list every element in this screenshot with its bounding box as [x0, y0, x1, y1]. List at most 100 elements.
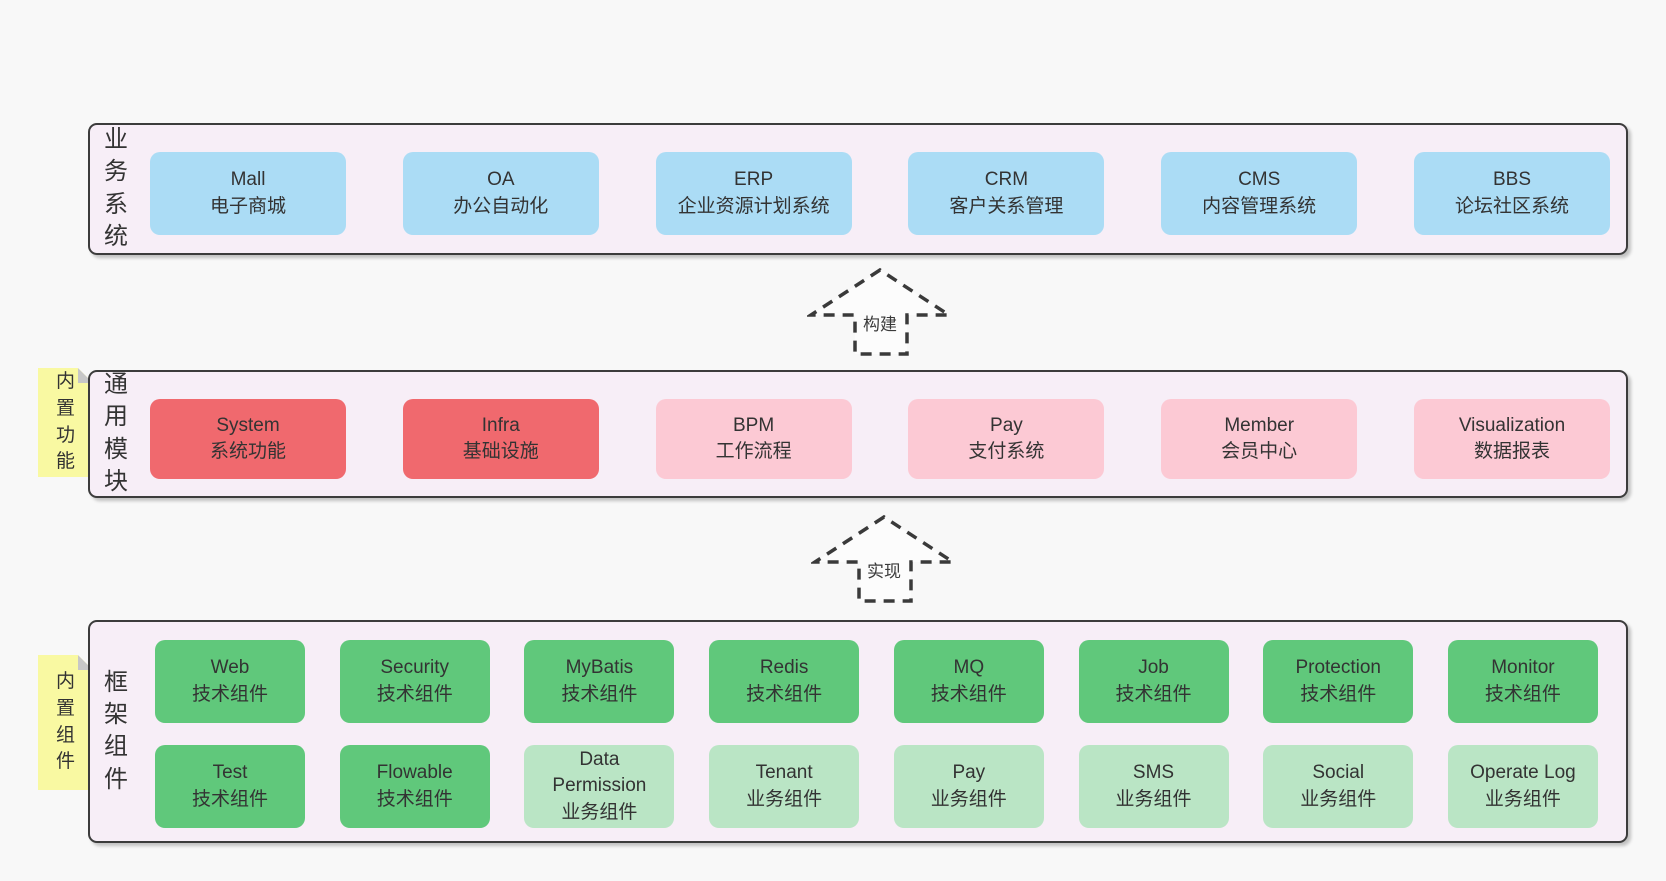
box-title: Visualization — [1458, 414, 1566, 436]
box-title: OA — [487, 169, 515, 191]
box-cms: CMS 内容管理系统 — [1161, 152, 1358, 235]
box-title: Test — [212, 762, 248, 784]
box-title: Pay — [952, 762, 986, 784]
box-erp: ERP 企业资源计划系统 — [655, 152, 852, 235]
common-modules-row: System 系统功能 Infra 基础设施 BPM 工作流程 Pay 支付系统… — [150, 399, 1610, 479]
box-pay-module: Pay 支付系统 — [908, 399, 1105, 479]
box-title: CMS — [1238, 169, 1281, 191]
framework-components-grid: Web 技术组件 Security 技术组件 MyBatis 技术组件 Redi… — [155, 640, 1598, 828]
box-subtitle: 业务组件 — [561, 801, 638, 823]
box-subtitle: 技术组件 — [376, 788, 453, 810]
box-title: Security — [380, 657, 450, 679]
box-title: Infra — [481, 414, 520, 436]
box-title: Monitor — [1491, 657, 1555, 679]
box-tenant: Tenant 业务组件 — [709, 745, 860, 828]
box-security: Security 技术组件 — [339, 640, 490, 723]
arrow-build: 构建 — [807, 266, 953, 358]
box-crm: CRM 客户关系管理 — [908, 152, 1105, 235]
box-title: System — [216, 414, 280, 436]
box-title: ERP — [734, 169, 774, 191]
box-sms: SMS 业务组件 — [1078, 745, 1229, 828]
box-subtitle: 会员中心 — [1221, 441, 1298, 462]
box-redis: Redis 技术组件 — [709, 640, 860, 723]
box-subtitle: 业务组件 — [1115, 788, 1192, 810]
box-subtitle: 技术组件 — [746, 683, 823, 705]
box-title: MQ — [953, 657, 985, 679]
box-title: Mall — [230, 169, 266, 191]
box-title: Flowable — [376, 762, 453, 784]
box-title: Social — [1312, 762, 1365, 784]
box-title: Data Permission — [552, 749, 647, 797]
box-subtitle: 办公自动化 — [453, 195, 549, 217]
box-title: Pay — [990, 414, 1023, 436]
box-mybatis: MyBatis 技术组件 — [524, 640, 675, 723]
box-social: Social 业务组件 — [1263, 745, 1414, 828]
box-subtitle: 数据报表 — [1473, 441, 1550, 462]
arrow-build-label: 构建 — [860, 310, 900, 335]
box-subtitle: 技术组件 — [191, 683, 268, 705]
box-title: Member — [1224, 414, 1295, 436]
box-bpm: BPM 工作流程 — [655, 399, 852, 479]
box-title: Job — [1138, 657, 1169, 679]
box-protection: Protection 技术组件 — [1263, 640, 1414, 723]
box-title: BPM — [733, 414, 775, 436]
box-member: Member 会员中心 — [1161, 399, 1358, 479]
sticky-note-label: 内置功能 — [55, 371, 75, 473]
box-subtitle: 电子商城 — [209, 195, 286, 217]
band-label-framework-components: 框架组件 — [104, 668, 128, 793]
box-subtitle: 技术组件 — [930, 683, 1007, 705]
box-visualization: Visualization 数据报表 — [1413, 399, 1610, 479]
box-web: Web 技术组件 — [155, 640, 305, 723]
box-title: MyBatis — [565, 657, 634, 679]
box-subtitle: 技术组件 — [376, 683, 453, 705]
box-title: SMS — [1132, 762, 1175, 784]
box-subtitle: 系统功能 — [209, 441, 286, 462]
box-subtitle: 论坛社区系统 — [1454, 195, 1569, 217]
band-common-modules: 通用模块 System 系统功能 Infra 基础设施 BPM 工作流程 Pay… — [88, 370, 1628, 498]
box-pay-component: Pay 业务组件 — [893, 745, 1044, 828]
box-subtitle: 工作流程 — [715, 441, 792, 462]
box-subtitle: 企业资源计划系统 — [677, 195, 830, 217]
box-title: Tenant — [755, 762, 813, 784]
sticky-note-built-in-components: 内置组件 — [38, 655, 93, 790]
box-mall: Mall 电子商城 — [150, 152, 346, 235]
arrow-implement: 实现 — [811, 513, 957, 605]
band-label-business-systems: 业务系统 — [104, 126, 128, 251]
box-subtitle: 技术组件 — [1300, 683, 1377, 705]
band-business-systems: 业务系统 Mall 电子商城 OA 办公自动化 ERP 企业资源计划系统 CRM… — [88, 123, 1628, 255]
business-systems-row: Mall 电子商城 OA 办公自动化 ERP 企业资源计划系统 CRM 客户关系… — [150, 152, 1610, 235]
box-operate-log: Operate Log 业务组件 — [1447, 745, 1598, 828]
box-title: Protection — [1295, 657, 1381, 679]
box-title: BBS — [1492, 169, 1531, 191]
box-data-permission: Data Permission 业务组件 — [524, 745, 675, 828]
box-subtitle: 业务组件 — [930, 788, 1007, 810]
box-bbs: BBS 论坛社区系统 — [1413, 152, 1610, 235]
box-mq: MQ 技术组件 — [893, 640, 1044, 723]
box-subtitle: 支付系统 — [968, 441, 1045, 462]
arrow-implement-label: 实现 — [864, 557, 904, 582]
sticky-note-built-in-features: 内置功能 — [38, 368, 93, 477]
box-monitor: Monitor 技术组件 — [1447, 640, 1598, 723]
box-subtitle: 客户关系管理 — [949, 195, 1064, 217]
box-system: System 系统功能 — [150, 399, 346, 479]
box-subtitle: 技术组件 — [1115, 683, 1192, 705]
box-subtitle: 技术组件 — [1484, 683, 1561, 705]
box-title: CRM — [984, 169, 1029, 191]
box-title: Redis — [759, 657, 809, 679]
band-label-common-modules: 通用模块 — [104, 371, 128, 496]
box-title: Web — [210, 657, 250, 679]
box-subtitle: 技术组件 — [561, 683, 638, 705]
box-test: Test 技术组件 — [155, 745, 305, 828]
box-oa: OA 办公自动化 — [402, 152, 599, 235]
box-subtitle: 业务组件 — [746, 788, 823, 810]
box-job: Job 技术组件 — [1078, 640, 1229, 723]
box-subtitle: 业务组件 — [1300, 788, 1377, 810]
band-framework-components: 框架组件 Web 技术组件 Security 技术组件 MyBatis 技术组件… — [88, 620, 1628, 843]
box-flowable: Flowable 技术组件 — [339, 745, 490, 828]
sticky-note-label: 内置组件 — [55, 671, 75, 773]
box-infra: Infra 基础设施 — [402, 399, 599, 479]
box-title: Operate Log — [1470, 762, 1576, 784]
box-subtitle: 业务组件 — [1484, 788, 1561, 810]
box-subtitle: 内容管理系统 — [1202, 195, 1317, 217]
